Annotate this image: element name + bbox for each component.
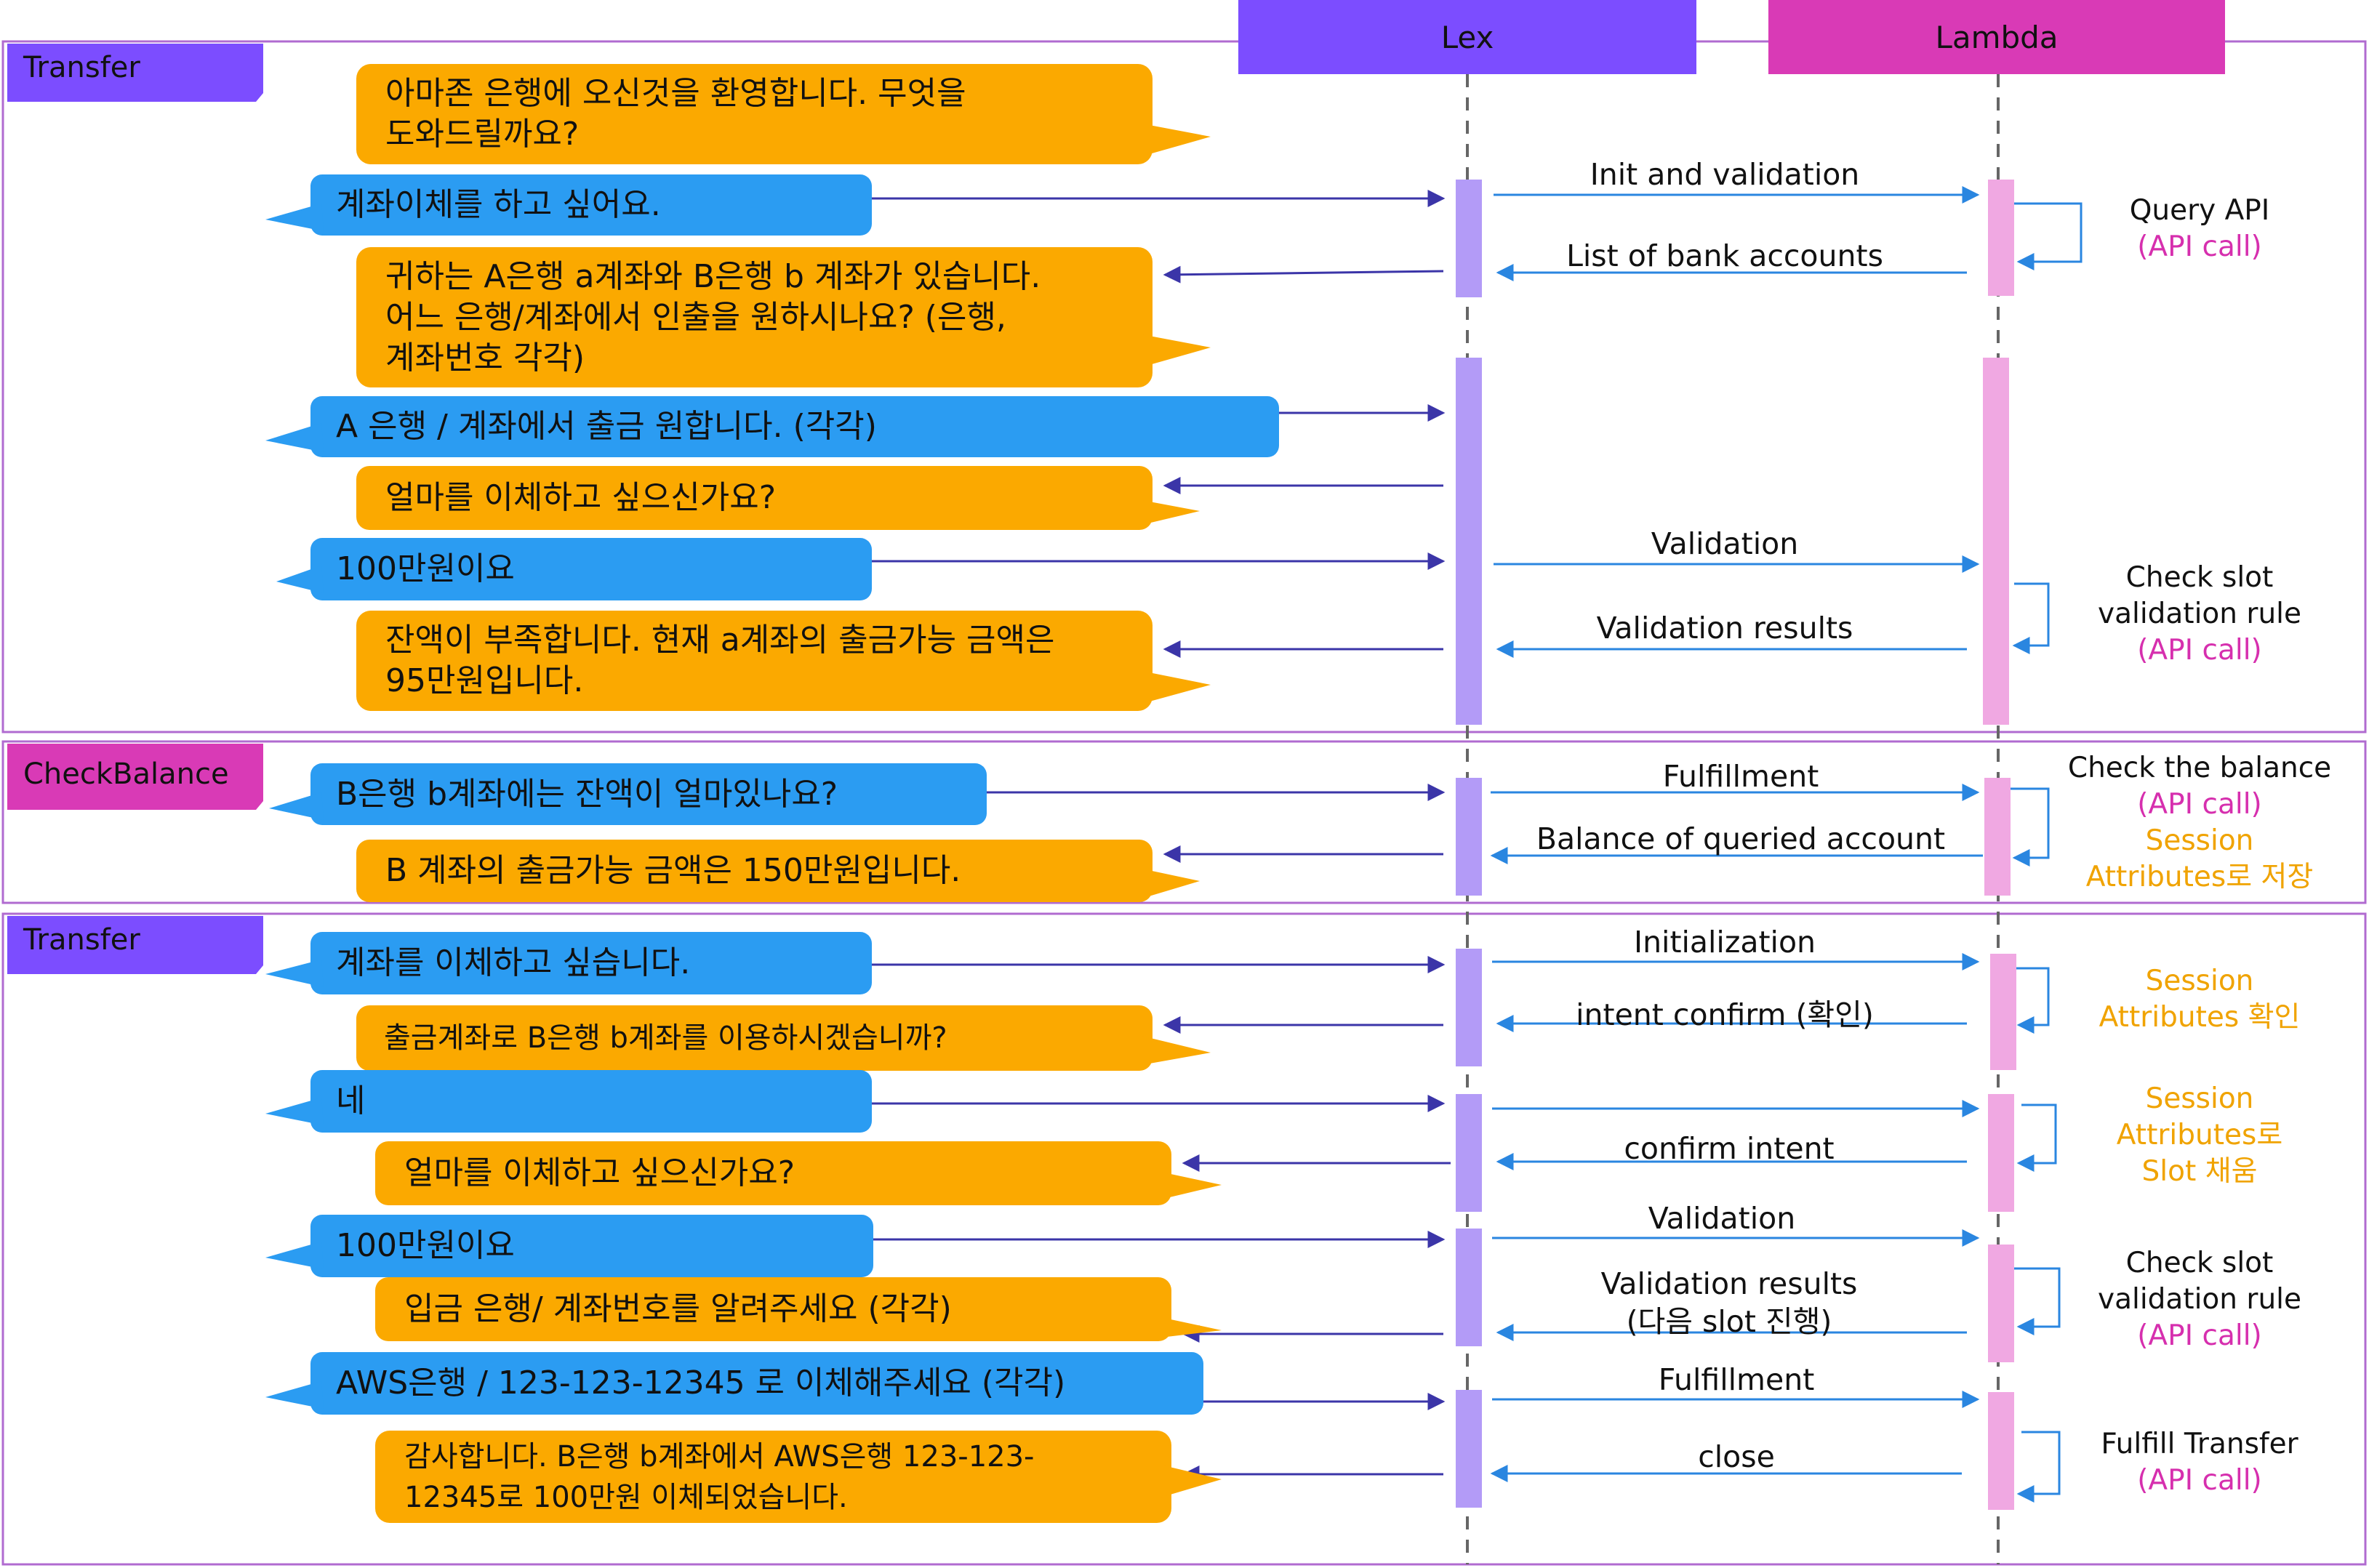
section-tags	[7, 44, 263, 974]
note-line: (API call)	[2137, 230, 2262, 263]
note-line: Session	[2145, 1082, 2254, 1115]
frame-transfer-2	[1, 912, 2367, 1566]
user-message: B은행 b계좌에는 잔액이 얼마있나요?	[336, 775, 838, 813]
message-label: Validation	[1648, 1201, 1796, 1236]
section-tag-transfer-1: Transfer	[23, 51, 140, 84]
lambda-activations	[1983, 180, 2016, 1510]
note-line: Attributes로	[2116, 1119, 2283, 1151]
tag-shape-transfer-2	[7, 916, 263, 974]
note-line: Session	[2145, 824, 2254, 857]
message-label: Balance of queried account	[1536, 821, 1946, 856]
note-line: Slot 채움	[2141, 1155, 2258, 1188]
note-line: (API call)	[2137, 1319, 2262, 1352]
user-message: AWS은행 / 123-123-12345 로 이체해주세요 (각각)	[336, 1364, 1066, 1402]
note-session-attributes-fill-slot: Session Attributes로 Slot 채움	[2047, 1081, 2352, 1190]
lex-header-box	[1238, 0, 1696, 74]
message-label: close	[1698, 1439, 1775, 1474]
note-line: Session	[2145, 965, 2254, 997]
lex-header: Lex	[1238, 0, 1696, 74]
note-line: Check slot	[2125, 561, 2274, 594]
message-label: Validation	[1651, 526, 1799, 561]
frame-checkbalance	[1, 740, 2367, 904]
lambda-header-box	[1768, 0, 2225, 74]
lex-header-label: Lex	[1440, 19, 1494, 55]
note-line: (API call)	[2137, 788, 2262, 821]
message-label: Init and validation	[1590, 157, 1860, 192]
note-line: (API call)	[2137, 1464, 2262, 1497]
lex-activations	[1456, 180, 1482, 1508]
bot-message: 감사합니다. B은행 b계좌에서 AWS은행 123-123- 12345로 1…	[404, 1439, 1035, 1514]
bot-message: 얼마를 이체하고 싶으신가요?	[385, 479, 777, 516]
user-lex-arrows	[871, 190, 1451, 1483]
note-session-attributes-confirm: Session Attributes 확인	[2047, 963, 2352, 1036]
message-label: intent confirm (확인)	[1576, 997, 1874, 1032]
lex-lambda-arrows	[1490, 186, 1983, 1482]
user-message: 계좌를 이체하고 싶습니다.	[336, 944, 691, 981]
section-tag-transfer-2: Transfer	[23, 923, 140, 957]
user-message: A 은행 / 계좌에서 출금 원합니다. (각각)	[336, 408, 877, 445]
frame-transfer-1	[1, 40, 2367, 733]
message-label: Fulfillment	[1658, 1362, 1815, 1397]
note-check-slot-validation-2: Check slot validation rule (API call)	[2047, 1245, 2352, 1354]
message-label: confirm intent	[1624, 1131, 1835, 1166]
note-line: Fulfill Transfer	[2101, 1428, 2298, 1460]
bot-message: B 계좌의 출금가능 금액은 150만원입니다.	[385, 852, 961, 889]
note-line: validation rule	[2098, 1283, 2301, 1316]
message-label: Fulfillment	[1662, 759, 1819, 794]
lambda-header-label: Lambda	[1935, 19, 2059, 55]
bot-message: 얼마를 이체하고 싶으신가요?	[404, 1154, 795, 1191]
tag-shape-checkbalance	[7, 744, 263, 810]
note-line: Check the balance	[2067, 752, 2332, 784]
bot-message: 귀하는 A은행 a계좌와 B은행 b 계좌가 있습니다. 어느 은행/계좌에서 …	[385, 257, 1041, 377]
note-line: Attributes 확인	[2099, 1001, 2301, 1034]
note-line: (API call)	[2137, 634, 2262, 667]
user-message: 100만원이요	[336, 1227, 515, 1264]
message-label: Validation results (다음 slot 진행)	[1600, 1266, 1858, 1339]
bot-message: 출금계좌로 B은행 b계좌를 이용하시겠습니까?	[384, 1021, 947, 1055]
self-call-loops	[2011, 202, 2083, 1503]
message-label: Initialization	[1633, 925, 1816, 960]
bot-message: 입금 은행/ 계좌번호를 알려주세요 (각각)	[404, 1290, 952, 1327]
section-frames	[1, 40, 2367, 1566]
user-message: 계좌이체를 하고 싶어요.	[336, 186, 661, 223]
note-line: Query API	[2129, 194, 2270, 227]
bot-message: 아마존 은행에 오신것을 환영합니다. 무엇을 도와드릴까요?	[385, 75, 966, 153]
chat-bubbles	[265, 64, 1279, 1523]
note-fulfill-transfer: Fulfill Transfer (API call)	[2047, 1426, 2352, 1499]
note-check-balance: Check the balance (API call) Session Att…	[2047, 750, 2352, 896]
note-line: validation rule	[2098, 598, 2301, 630]
section-tag-checkbalance: CheckBalance	[23, 757, 229, 791]
lambda-header: Lambda	[1768, 0, 2225, 74]
tag-shape-transfer-1	[7, 44, 263, 102]
note-check-slot-validation: Check slot validation rule (API call)	[2047, 560, 2352, 669]
note-line: Check slot	[2125, 1247, 2274, 1279]
message-label: Validation results	[1596, 611, 1853, 646]
note-query-api: Query API (API call)	[2047, 193, 2352, 265]
message-label: List of bank accounts	[1566, 238, 1883, 273]
user-message: 네	[336, 1082, 366, 1119]
bot-message: 잔액이 부족합니다. 현재 a계좌의 출금가능 금액은 95만원입니다.	[385, 622, 1055, 699]
note-line: Attributes로 저장	[2085, 861, 2314, 893]
user-message: 100만원이요	[336, 550, 515, 587]
